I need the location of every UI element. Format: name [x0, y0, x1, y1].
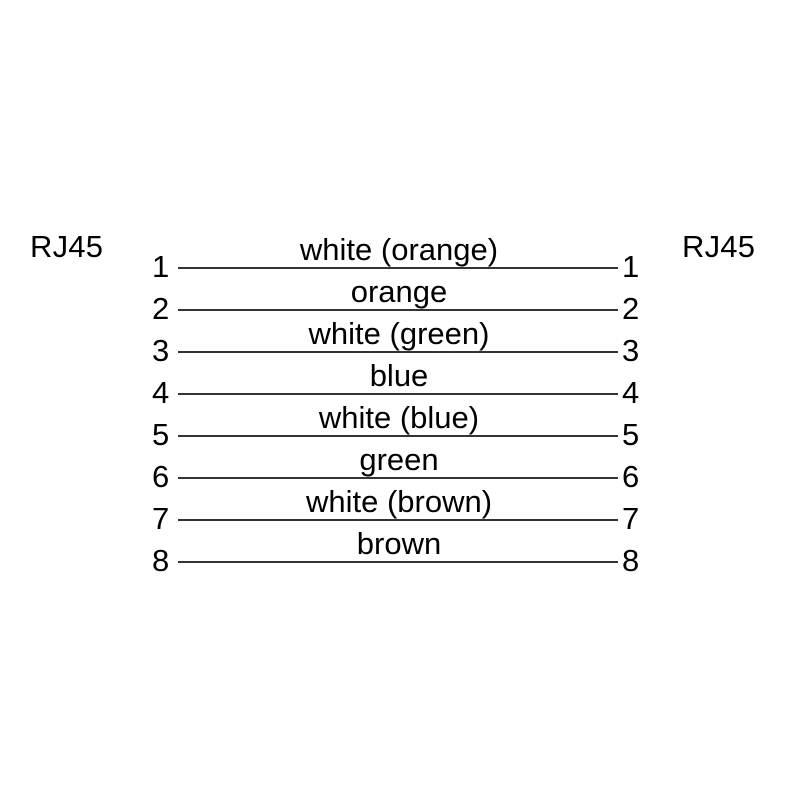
- right-pin-number: 6: [622, 459, 640, 494]
- left-pin-number: 2: [152, 291, 170, 326]
- pin-connection-line: [178, 267, 618, 269]
- wire-label: blue: [369, 358, 429, 393]
- right-pin-number: 8: [622, 543, 640, 578]
- pin-connection-line: [178, 435, 618, 437]
- left-pin-number: 7: [152, 501, 170, 536]
- pin-connection-line: [178, 393, 618, 395]
- right-pin-number: 7: [622, 501, 640, 536]
- left-pin-number: 4: [152, 375, 170, 410]
- left-pin-number: 3: [152, 333, 170, 368]
- wire-label: white (brown): [305, 484, 493, 519]
- left-pin-number: 1: [152, 249, 170, 284]
- pin-connection-line: [178, 519, 618, 521]
- pin-connection-line: [178, 561, 618, 563]
- right-pin-number: 3: [622, 333, 640, 368]
- left-connector-label: RJ45: [30, 229, 104, 264]
- pin-connection-line: [178, 351, 618, 353]
- wire-label: white (orange): [299, 232, 499, 267]
- wire-label: green: [359, 442, 439, 477]
- left-pin-number: 5: [152, 417, 170, 452]
- right-pin-number: 5: [622, 417, 640, 452]
- pin-connection-line: [178, 477, 618, 479]
- right-pin-number: 2: [622, 291, 640, 326]
- wire-label: brown: [356, 526, 442, 561]
- left-pin-number: 8: [152, 543, 170, 578]
- wire-label: white (blue): [318, 400, 480, 435]
- pin-connection-line: [178, 309, 618, 311]
- left-pin-number: 6: [152, 459, 170, 494]
- right-connector-label: RJ45: [682, 229, 756, 264]
- wire-label: white (green): [308, 316, 490, 351]
- right-pin-number: 1: [622, 249, 640, 284]
- wire-label: orange: [350, 274, 448, 309]
- right-pin-number: 4: [622, 375, 640, 410]
